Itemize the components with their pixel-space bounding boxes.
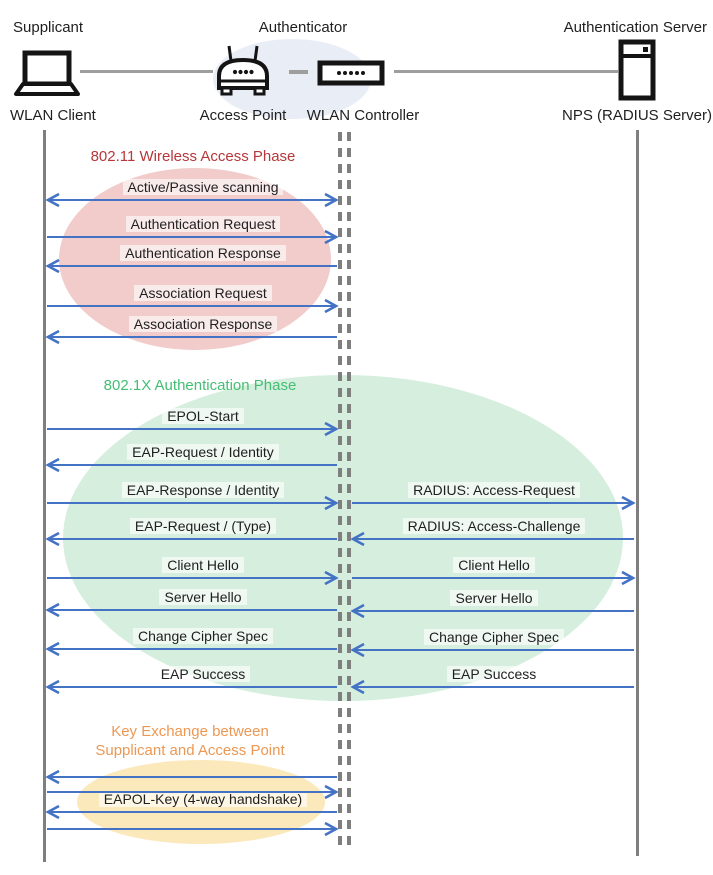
role-label-authentication-server: Authentication Server (563, 19, 707, 36)
message-label-text: Association Response (128, 316, 278, 332)
message-arrow-left (45, 531, 337, 547)
message-arrow-left (45, 258, 337, 274)
actor-label-wlan-controller: WLAN Controller (306, 107, 420, 124)
message-label-text: EAP Success (155, 666, 251, 682)
message-label-text: Client Hello (162, 557, 244, 573)
message-arrow-right (47, 821, 339, 837)
laptop-icon (12, 50, 82, 98)
message-label: Server Hello (58, 589, 348, 605)
message-label: EAP-Response / Identity (58, 482, 348, 498)
message-label-text: RADIUS: Access-Challenge (402, 518, 586, 534)
message-label: Change Cipher Spec (349, 629, 639, 645)
message-label: EAP Success (349, 666, 639, 682)
lifeline-wlan-controller-right (347, 132, 351, 852)
message-arrow-right (352, 570, 636, 586)
message-label-text: Active/Passive scanning (122, 179, 284, 195)
lifeline-nps-server (636, 130, 639, 856)
message-label: Authentication Request (58, 216, 348, 232)
message-arrow-right (47, 570, 339, 586)
message-arrow-both (45, 192, 339, 208)
message-label-text: Server Hello (450, 590, 538, 606)
message-label-text: Authentication Response (120, 245, 286, 261)
message-label: Change Cipher Spec (58, 628, 348, 644)
connector-line-ap-controller (289, 70, 308, 74)
message-label-text: EAP-Request / Identity (127, 444, 279, 460)
message-label: Association Request (58, 285, 348, 301)
role-label-authenticator: Authenticator (258, 19, 348, 36)
message-label-text: RADIUS: Access-Request (408, 482, 580, 498)
message-arrow-left (350, 603, 634, 619)
message-arrow-left (45, 602, 337, 618)
actor-label-access-point: Access Point (199, 107, 287, 124)
message-arrow-left (350, 642, 634, 658)
message-label: Client Hello (349, 557, 639, 573)
message-arrow-left (45, 641, 337, 657)
phase-title-key-exchange: Key Exchange between Supplicant and Acce… (95, 723, 285, 759)
message-label: EAP Success (58, 666, 348, 682)
message-label-text: Authentication Request (125, 216, 281, 232)
message-arrow-right (47, 784, 339, 800)
message-arrow-right (47, 298, 339, 314)
actor-label-nps-radius-server: NPS (RADIUS Server) (561, 107, 713, 124)
message-label-text: EAP Success (446, 666, 542, 682)
message-arrow-right (47, 229, 339, 245)
message-label-text: EAP-Request / (Type) (129, 518, 277, 534)
role-label-supplicant: Supplicant (13, 19, 84, 36)
message-label: Client Hello (58, 557, 348, 573)
message-label: EAP-Request / Identity (58, 444, 348, 460)
wlan-controller-icon (317, 59, 385, 87)
message-label: RADIUS: Access-Challenge (349, 518, 639, 534)
message-label: EAP-Request / (Type) (58, 518, 348, 534)
message-arrow-left (45, 769, 337, 785)
phase-title-8021x-authentication: 802.1X Authentication Phase (103, 377, 297, 394)
message-label-text: Client Hello (453, 557, 535, 573)
message-arrow-left (350, 531, 634, 547)
message-label: Active/Passive scanning (58, 179, 348, 195)
message-label-text: Change Cipher Spec (424, 629, 564, 645)
server-icon (617, 39, 657, 102)
phase-title-80211-wireless-access: 802.11 Wireless Access Phase (90, 148, 296, 165)
message-label: EPOL-Start (58, 408, 348, 424)
message-arrow-right (47, 421, 339, 437)
message-label: Association Response (58, 316, 348, 332)
message-label: Authentication Response (58, 245, 348, 261)
message-arrow-left (45, 457, 337, 473)
message-arrow-left (45, 329, 337, 345)
lifeline-wlan-controller-left (338, 132, 342, 852)
actor-label-wlan-client: WLAN Client (10, 107, 96, 124)
message-label: RADIUS: Access-Request (349, 482, 639, 498)
connector-line-controller-server (394, 70, 618, 73)
message-label-text: Change Cipher Spec (133, 628, 273, 644)
message-label-text: Association Request (134, 285, 272, 301)
connector-line-client-ap (80, 70, 213, 73)
message-label: EAPOL-Key (4-way handshake) (58, 791, 348, 807)
message-arrow-left (45, 804, 337, 820)
message-label-text: EPOL-Start (162, 408, 244, 424)
message-arrow-left (350, 679, 634, 695)
message-arrow-right (352, 495, 636, 511)
message-label: Server Hello (349, 590, 639, 606)
message-arrow-right (47, 495, 339, 511)
message-label-text: EAPOL-Key (4-way handshake) (98, 791, 308, 807)
message-arrow-left (45, 679, 337, 695)
message-label-text: Server Hello (159, 589, 247, 605)
lifeline-wlan-client (43, 130, 46, 862)
access-point-icon (215, 44, 271, 98)
message-label-text: EAP-Response / Identity (121, 482, 285, 498)
